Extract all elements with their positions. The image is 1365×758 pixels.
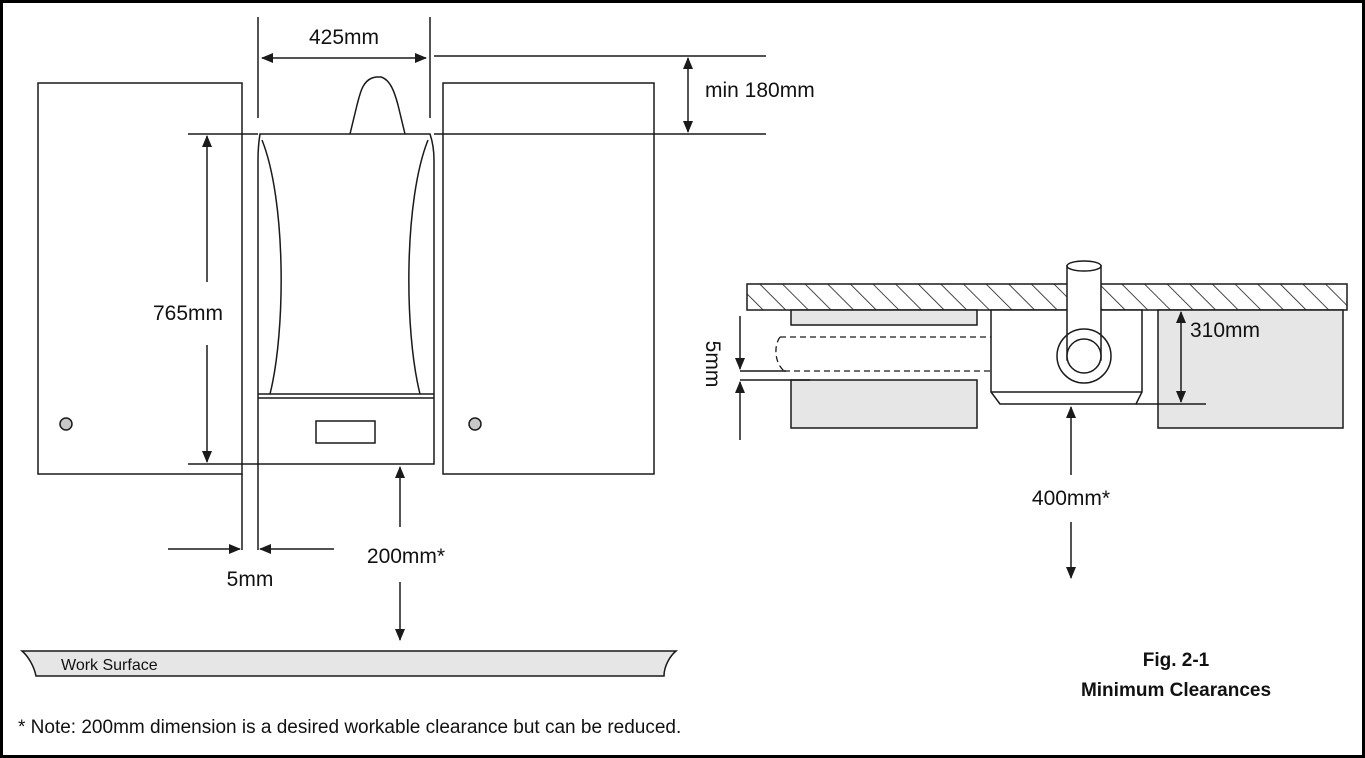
plan-depth-label: 310mm (1190, 319, 1260, 342)
boiler (257, 76, 435, 465)
width-label: 425mm (309, 26, 379, 49)
front-dimensions (168, 17, 766, 641)
left-cabinet (37, 82, 243, 475)
footnote: * Note: 200mm dimension is a desired wor… (18, 717, 681, 738)
wall-hatched (746, 283, 1348, 311)
right-cabinet (442, 82, 655, 475)
plan-gap-label: 5mm (701, 341, 724, 388)
plan-cabinet-left-front (790, 379, 978, 429)
plan-flue-pipe-top (1066, 260, 1102, 272)
boiler-display (315, 420, 376, 444)
plan-dimensions (735, 311, 1206, 579)
boiler-right-curve (408, 139, 429, 395)
plan-cabinet-right (1157, 309, 1344, 429)
boiler-body (257, 133, 435, 465)
height-label: 765mm (153, 302, 223, 325)
top-clearance-label: min 180mm (705, 79, 815, 102)
boiler-flue (349, 76, 406, 135)
bottom-clearance-label: 200mm* (367, 545, 445, 568)
work-surface (19, 650, 679, 677)
right-cabinet-knob (468, 417, 482, 431)
boiler-left-curve (261, 139, 282, 395)
figure-number: Fig. 2-1 (1143, 650, 1210, 671)
plan-flue-outer (1056, 328, 1112, 384)
side-gap-label: 5mm (227, 568, 274, 591)
front-elevation (37, 76, 655, 475)
figure-title: Minimum Clearances (1081, 680, 1271, 701)
plan-cabinet-left-back (790, 309, 978, 326)
front-clearance-label: 400mm* (1032, 487, 1110, 510)
plan-view (746, 260, 1348, 429)
work-surface-label: Work Surface (61, 657, 158, 674)
left-cabinet-knob (59, 417, 73, 431)
plan-flue-inner (1066, 338, 1102, 374)
